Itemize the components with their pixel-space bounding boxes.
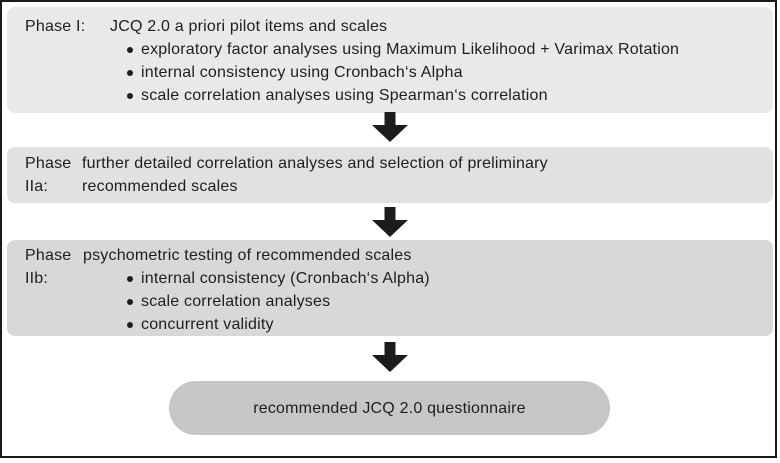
phase-2a-text-line-1: further detailed correlation analyses an… xyxy=(82,155,548,172)
phase-1-box: Phase I: JCQ 2.0 a priori pilot items an… xyxy=(7,7,773,113)
result-text: recommended JCQ 2.0 questionnaire xyxy=(253,399,526,417)
down-arrow-icon xyxy=(372,112,408,142)
list-item: exploratory factor analyses using Maximu… xyxy=(127,38,763,61)
phase-2a-label: Phase IIa: xyxy=(25,155,72,195)
list-item: scale correlation analyses using Spearma… xyxy=(127,84,763,107)
list-item: scale correlation analyses xyxy=(127,290,763,313)
bullet-text: internal consistency (Cronbach‘s Alpha) xyxy=(141,270,430,287)
list-item: internal consistency using Cronbach‘s Al… xyxy=(127,61,763,84)
bullet-icon xyxy=(127,47,133,53)
list-item: internal consistency (Cronbach‘s Alpha) xyxy=(127,267,763,290)
bullet-text: scale correlation analyses xyxy=(141,293,331,310)
bullet-text: scale correlation analyses using Spearma… xyxy=(141,87,548,104)
bullet-text: internal consistency using Cronbach‘s Al… xyxy=(141,64,463,81)
bullet-icon xyxy=(127,276,133,282)
phase-2b-box: Phase IIb: psychometric testing of recom… xyxy=(7,240,773,336)
phase-2b-title: psychometric testing of recommended scal… xyxy=(83,247,412,264)
bullet-text: exploratory factor analyses using Maximu… xyxy=(141,41,680,58)
bullet-icon xyxy=(127,70,133,76)
bullet-icon xyxy=(127,299,133,305)
phase-2a-box: Phase IIa: further detailed correlation … xyxy=(7,147,773,203)
result-box: recommended JCQ 2.0 questionnaire xyxy=(169,381,610,435)
phase-1-label: Phase I: xyxy=(25,18,86,35)
phase-2a-text-line-2: recommended scales xyxy=(82,178,238,195)
phase-2b-label: Phase IIb: xyxy=(25,247,72,287)
list-item: concurrent validity xyxy=(127,313,763,336)
bullet-icon xyxy=(127,322,133,328)
bullet-text: concurrent validity xyxy=(141,316,274,333)
down-arrow-icon xyxy=(372,342,408,372)
phase-1-title: JCQ 2.0 a priori pilot items and scales xyxy=(110,18,388,35)
bullet-icon xyxy=(127,93,133,99)
down-arrow-icon xyxy=(372,207,408,237)
